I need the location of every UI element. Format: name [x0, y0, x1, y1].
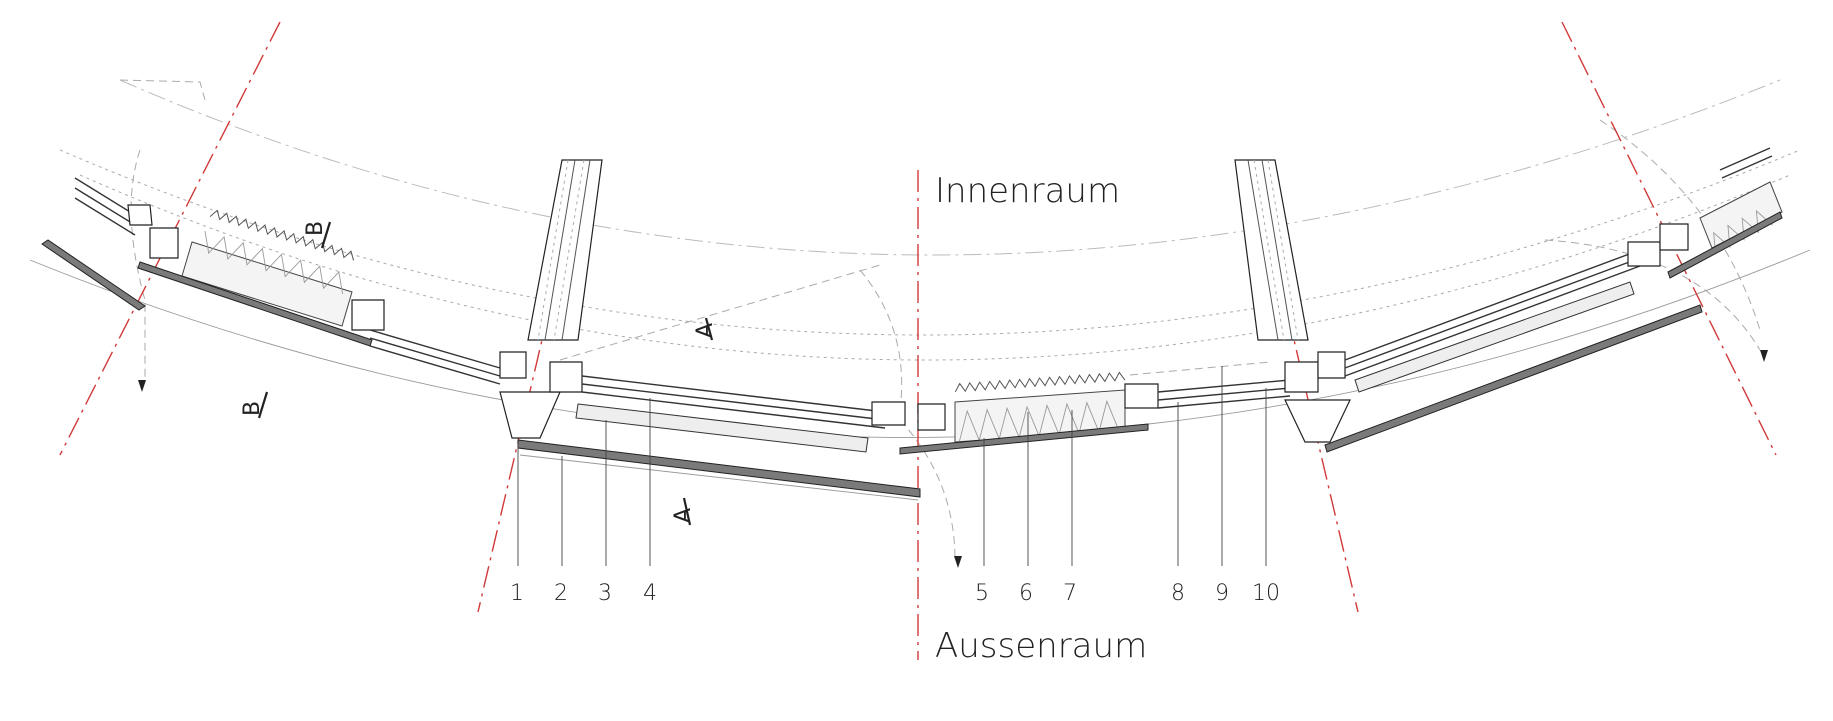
callout-5: 5: [975, 581, 989, 606]
insulation-left: [181, 241, 353, 327]
callout-6: 6: [1019, 581, 1033, 606]
section-b-bottom-bar: [257, 391, 269, 419]
mullion-left: [527, 159, 603, 341]
callout-1: 1: [510, 581, 524, 606]
callout-2: 2: [554, 581, 568, 606]
section-label-a-bottom: A: [671, 508, 696, 523]
section-a-bottom-bar: [682, 497, 692, 526]
right-center-panel: [899, 361, 1351, 455]
mullion-right: [1234, 159, 1309, 341]
callout-9: 9: [1215, 581, 1229, 606]
section-markers: [138, 221, 1768, 568]
section-a-top-bar: [704, 317, 714, 341]
arrow-marker-right: [1760, 350, 1768, 362]
callout-leaders: [517, 366, 1267, 566]
callout-7: 7: [1063, 581, 1077, 606]
callout-3: 3: [598, 581, 612, 606]
right-wing-panel: [1317, 147, 1783, 453]
axis-lines: [59, 21, 1777, 660]
section-label-b-bottom: B: [240, 401, 265, 416]
insulation-far-right: [1699, 181, 1783, 249]
section-label-a-top: A: [693, 323, 718, 338]
arrow-marker-center: [954, 556, 962, 568]
section-label-b-top: B: [303, 221, 328, 236]
callout-8: 8: [1171, 581, 1185, 606]
left-wing-panel: [41, 177, 527, 385]
callout-4: 4: [643, 581, 657, 606]
arrow-marker-left: [138, 380, 146, 392]
section-b-top-bar: [320, 221, 332, 249]
left-center-panel: [499, 361, 921, 501]
callout-10: 10: [1252, 581, 1280, 606]
room-label-inside: Innenraum: [935, 171, 1120, 211]
room-label-outside: Aussenraum: [935, 626, 1147, 666]
